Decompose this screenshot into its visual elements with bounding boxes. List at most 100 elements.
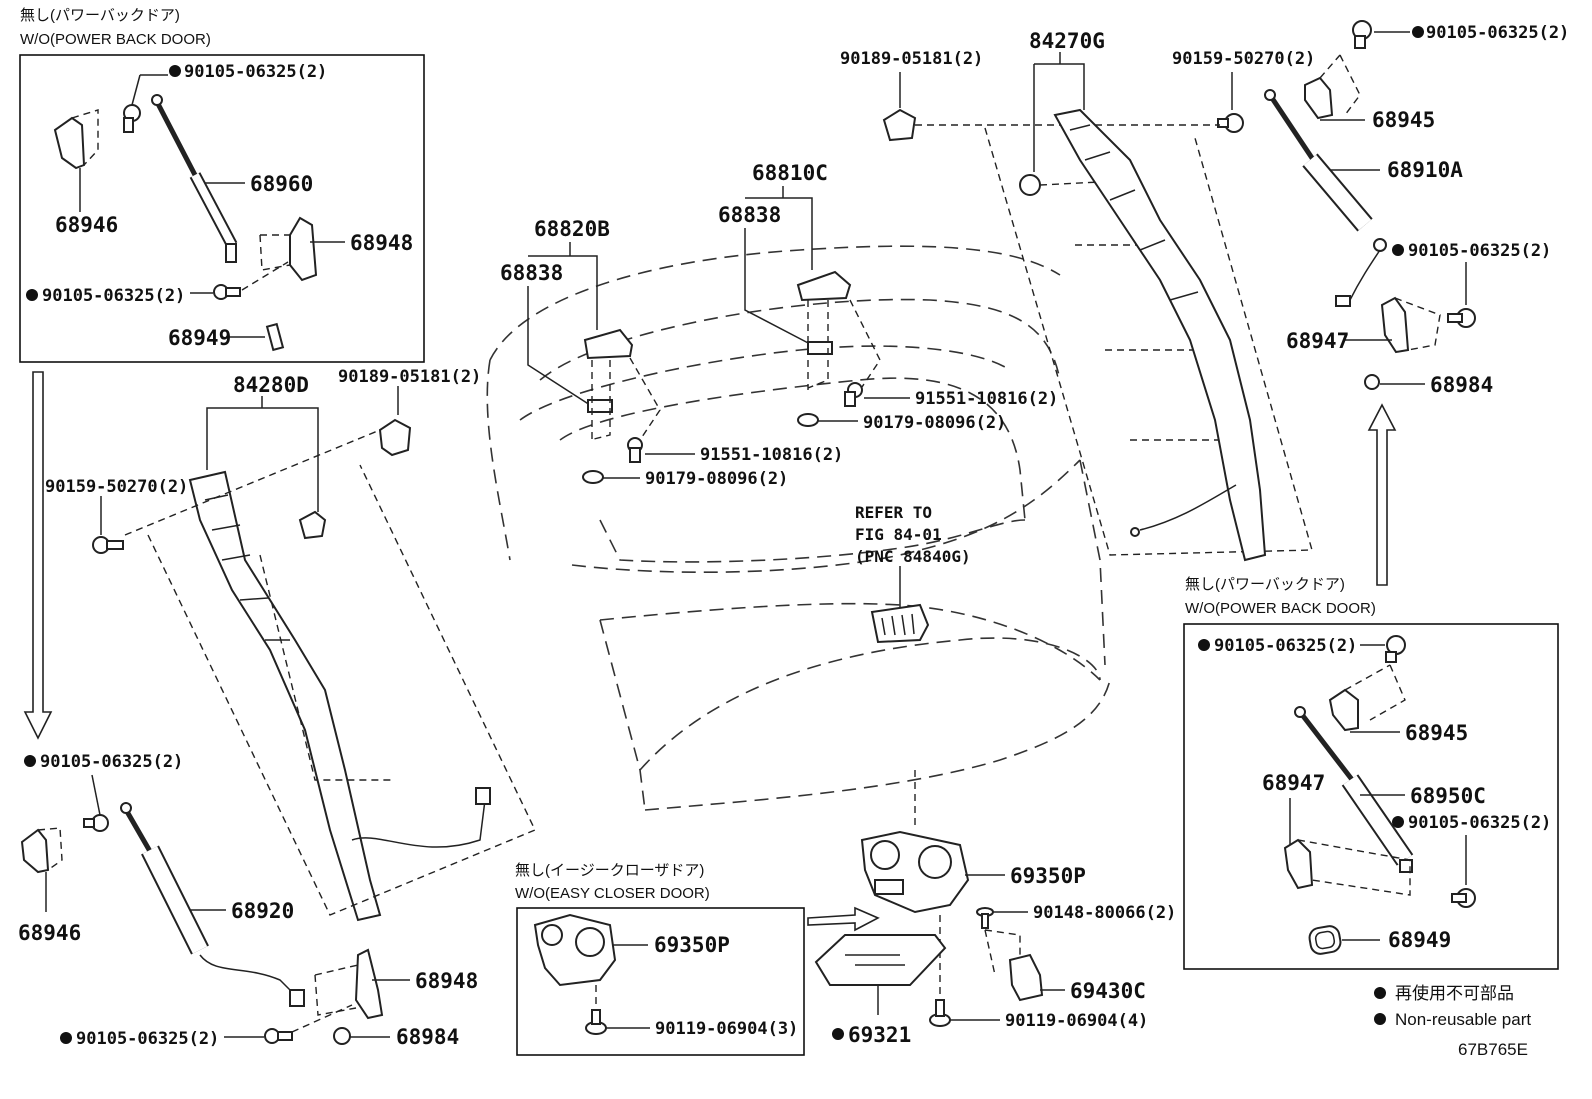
label-68984-r: 68984 [1430, 373, 1493, 397]
label-68920: 68920 [231, 899, 294, 923]
label-68949-tl: 68949 [168, 326, 231, 350]
label-90189-05181-left: 90189-05181(2) [338, 367, 481, 387]
label-68947-rb: 68947 [1262, 771, 1325, 795]
label-68949-rb: 68949 [1388, 928, 1451, 952]
label-90119-06904-closer: 90119-06904(3) [655, 1019, 798, 1039]
bracket-68945-rb [1328, 688, 1359, 732]
label-90105-06325-rb-top: 90105-06325(2) [1214, 636, 1357, 656]
non-reusable-dot [169, 65, 181, 77]
non-reusable-dot [24, 755, 36, 767]
gas-strut-68910A [1264, 89, 1387, 307]
down-arrow [23, 371, 53, 740]
bolt-90105-r-top [1352, 20, 1372, 49]
label-84280D: 84280D [233, 373, 309, 397]
group-caption-jp-right: 無し(パワーバックドア) [1185, 576, 1345, 593]
label-68838-a: 68838 [500, 261, 563, 285]
clip-84270G-cap [1019, 174, 1041, 196]
switch-84840G [870, 603, 930, 644]
ring-68949-tl [265, 322, 285, 352]
group-caption-en-top-left: W/O(POWER BACK DOOR) [20, 31, 211, 48]
bracket-69430C [1008, 953, 1044, 1002]
label-68947-r: 68947 [1286, 329, 1349, 353]
up-arrow [1367, 403, 1397, 586]
hinge-68810C [796, 270, 852, 302]
screw-90148-80066 [976, 907, 994, 929]
bolt-90105-rb-top [1385, 635, 1406, 663]
gas-strut-68950C [1294, 706, 1414, 873]
right-arrow [807, 906, 880, 932]
label-69321: 69321 [848, 1023, 911, 1047]
clip-cap-left [298, 510, 327, 540]
bolt-90105-bl-bot [264, 1028, 293, 1044]
bolt-90105-bl-top [83, 814, 109, 832]
clip-90189-05181-left [378, 418, 412, 457]
label-90105-06325-r-top: 90105-06325(2) [1426, 23, 1569, 43]
bracket-68946-top [53, 116, 86, 170]
legend-jp: 再使用不可部品 [1395, 983, 1514, 1003]
group-caption-en-right: W/O(POWER BACK DOOR) [1185, 600, 1376, 617]
gas-strut-68960 [151, 94, 238, 263]
label-90159-50270-left: 90159-50270(2) [45, 477, 188, 497]
label-90105-06325-rb-bot: 90105-06325(2) [1408, 813, 1551, 833]
label-68945-r: 68945 [1372, 108, 1435, 132]
wire-harness-right [1139, 484, 1237, 531]
label-90105-06325-r-mid: 90105-06325(2) [1408, 241, 1551, 261]
label-90179-08096-a: 90179-08096(2) [645, 469, 788, 489]
motor-69350P-closer [533, 913, 617, 987]
non-reusable-dot [26, 289, 38, 301]
group-box-closer [516, 907, 805, 1056]
non-reusable-dot [1392, 244, 1404, 256]
non-reusable-dot [1412, 26, 1424, 38]
wire-harness-left [351, 799, 486, 848]
bolt-90105-r-mid [1447, 308, 1476, 328]
group-caption-jp-top-left: 無し(パワーバックドア) [20, 7, 180, 24]
handle-69321 [814, 934, 947, 986]
bracket-68947-rb [1283, 838, 1314, 890]
group-caption-en-closer: W/O(EASY CLOSER DOOR) [515, 885, 710, 902]
figure-code: 67B765E [1458, 1040, 1528, 1059]
bolt-90105-rb-bot [1451, 888, 1476, 908]
nut-90179-b [797, 413, 819, 427]
bolt-90105-tl-bot [213, 284, 241, 300]
legend-dot-jp [1374, 987, 1386, 999]
non-reusable-dot [1392, 816, 1404, 828]
bracket-68945-r [1304, 76, 1334, 120]
group-caption-jp-closer: 無し(イージークローザドア) [515, 862, 704, 879]
label-69430C: 69430C [1070, 979, 1146, 1003]
label-68948-tl: 68948 [350, 231, 413, 255]
group-box-right [1183, 623, 1559, 970]
bolt-91551-a [627, 437, 643, 463]
gas-strut-68920 [120, 802, 305, 1007]
label-68950C: 68950C [1410, 784, 1486, 808]
clip-90189-05181-tr [882, 108, 917, 142]
door-outline-top [489, 245, 1061, 361]
label-68910A: 68910A [1387, 158, 1463, 182]
label-90148-80066: 90148-80066(2) [1033, 903, 1176, 923]
label-68960: 68960 [250, 172, 313, 196]
label-69350P-main: 69350P [1010, 864, 1086, 888]
shim-68838-a [587, 399, 613, 413]
garnish-84280D [188, 470, 382, 922]
bolt-90119-closer [585, 1009, 607, 1035]
label-91551-10816-a: 91551-10816(2) [700, 445, 843, 465]
nut-68984-bl [333, 1027, 351, 1045]
bracket-68946-bl [20, 828, 50, 874]
group-box-top-left [19, 54, 425, 363]
legend-dot-en [1374, 1013, 1386, 1025]
label-84270G: 84270G [1029, 29, 1105, 53]
refer-line-1: REFER TO [855, 503, 932, 522]
label-90189-05181-tr: 90189-05181(2) [840, 49, 983, 69]
label-90105-06325-tl-bot: 90105-06325(2) [42, 286, 185, 306]
motor-69350P-main [860, 830, 970, 914]
label-90105-06325-tl-top: 90105-06325(2) [184, 62, 327, 82]
label-68810C: 68810C [752, 161, 828, 185]
clip-90159-50270-left [92, 536, 124, 554]
non-reusable-dot [832, 1028, 844, 1040]
non-reusable-dot [60, 1032, 72, 1044]
label-68838-b: 68838 [718, 203, 781, 227]
refer-line-3: (PNC 84840G) [855, 547, 971, 566]
label-90105-06325-bl-bot: 90105-06325(2) [76, 1029, 219, 1049]
non-reusable-dot [1198, 639, 1210, 651]
label-90159-50270-tr: 90159-50270(2) [1172, 49, 1315, 69]
